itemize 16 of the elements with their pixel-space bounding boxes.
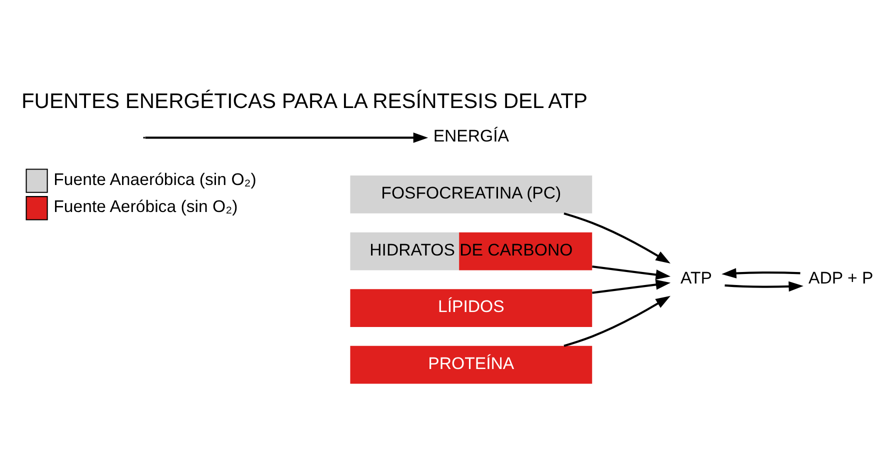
- arrow: [563, 212, 670, 264]
- arrow: [724, 281, 803, 292]
- arrow: [721, 268, 800, 278]
- legend-label: Fuente Aeróbica (sin O₂): [53, 197, 238, 216]
- node-text: ENERGÍA: [432, 126, 509, 146]
- arrow: [592, 280, 670, 294]
- arrow: [592, 266, 670, 280]
- node-box: FOSFOCREATINA (PC): [350, 176, 592, 214]
- node-box: LÍPIDOS: [350, 289, 592, 327]
- arrow: [563, 296, 670, 347]
- node-box: PROTEÍNA: [350, 346, 592, 384]
- diagram-title: FUENTES ENERGÉTICAS PARA LA RESÍNTESIS DEL ATP: [20, 90, 587, 114]
- node-text: ATP: [680, 268, 712, 288]
- legend-label: Fuente Anaeróbica (sin O₂): [53, 170, 256, 189]
- arrow: [144, 132, 428, 143]
- node-text: ADP + P: [808, 268, 873, 288]
